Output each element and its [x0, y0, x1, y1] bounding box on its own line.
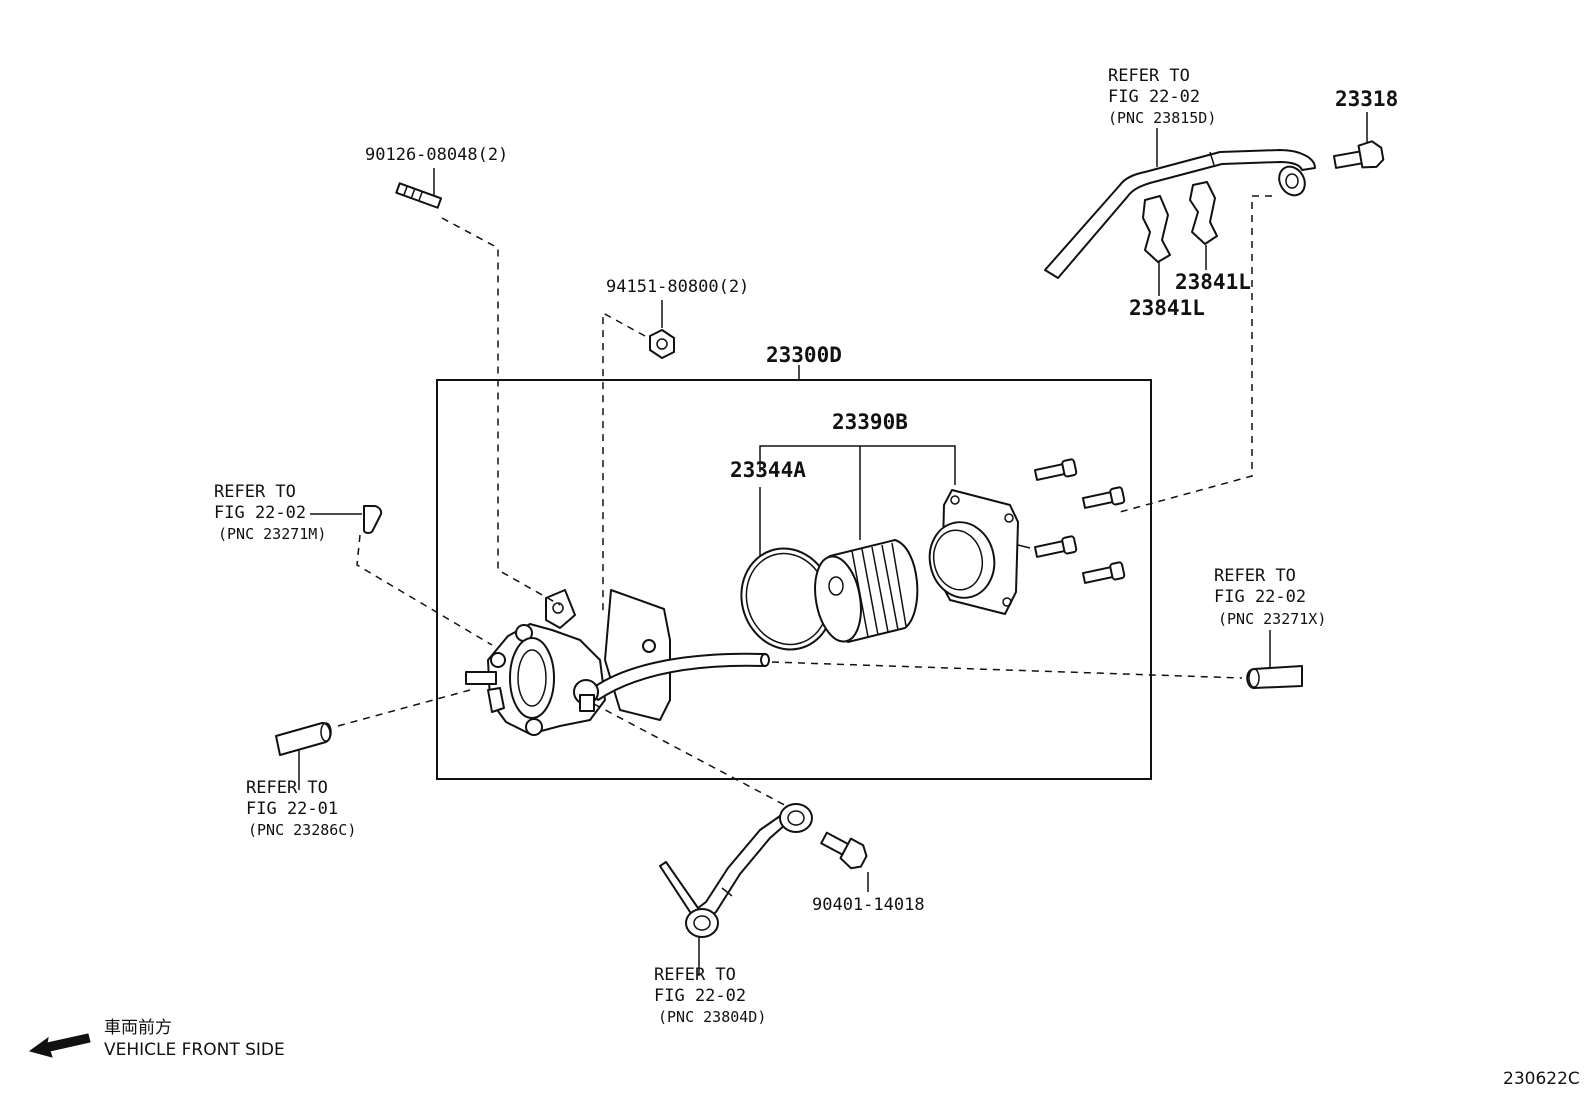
fuel-pipe-top — [1044, 149, 1316, 279]
svg-text:REFER TO: REFER TO — [246, 778, 328, 798]
union-bolt-top-label: 23318 — [1335, 87, 1398, 111]
clamp-b-label: 23841L — [1175, 270, 1251, 294]
figure-code: 230622C — [1503, 1069, 1580, 1089]
clamp-b — [1189, 181, 1218, 245]
ref-23804D: REFER TO FIG 22-02 (PNC 23804D) — [654, 965, 766, 1026]
nut — [649, 329, 675, 359]
hose-23286C — [275, 722, 332, 756]
stud-label: 90126-08048(2) — [365, 145, 508, 165]
svg-text:REFER TO: REFER TO — [654, 965, 736, 985]
clamp-a-label: 23841L — [1129, 296, 1205, 320]
stud — [395, 182, 443, 209]
hose-23271X — [1246, 665, 1303, 689]
svg-text:FIG 22-01: FIG 22-01 — [246, 799, 338, 819]
svg-text:FIG 22-02: FIG 22-02 — [1214, 587, 1306, 607]
svg-text:REFER TO: REFER TO — [1108, 66, 1190, 86]
assembly-frame — [436, 379, 1152, 780]
union-bolt-bottom — [820, 831, 868, 870]
svg-text:FIG 22-02: FIG 22-02 — [214, 503, 306, 523]
arrow-left-icon — [28, 1033, 91, 1058]
svg-text:(PNC 23815D): (PNC 23815D) — [1108, 109, 1216, 127]
svg-text:(PNC 23804D): (PNC 23804D) — [658, 1008, 766, 1026]
orientation-english: VEHICLE FRONT SIDE — [104, 1040, 285, 1060]
fuel-pipe-lower — [659, 803, 813, 938]
svg-text:(PNC 23271X): (PNC 23271X) — [1218, 610, 1326, 628]
filter-element — [814, 539, 919, 643]
filter-label: 23390B — [832, 410, 908, 434]
filter-cover — [928, 489, 1031, 615]
pump-body — [465, 589, 770, 736]
oring-label: 23344A — [730, 458, 806, 482]
svg-text:FIG 22-02: FIG 22-02 — [1108, 87, 1200, 107]
clamp-a — [1142, 195, 1171, 263]
ref-23286C: REFER TO FIG 22-01 (PNC 23286C) — [246, 778, 356, 839]
nut-label: 94151-80800(2) — [606, 277, 749, 297]
svg-text:REFER TO: REFER TO — [214, 482, 296, 502]
cover-bolts — [1033, 458, 1126, 584]
union-bolt-top — [1332, 140, 1385, 169]
svg-text:FIG 22-02: FIG 22-02 — [654, 986, 746, 1006]
ref-23271X: REFER TO FIG 22-02 (PNC 23271X) — [1214, 566, 1326, 628]
svg-text:REFER TO: REFER TO — [1214, 566, 1296, 586]
hose-end-23271M — [363, 505, 383, 534]
ref-23815D: REFER TO FIG 22-02 (PNC 23815D) — [1108, 66, 1216, 127]
union-bolt-bottom-label: 90401-14018 — [812, 895, 925, 915]
assembly-label: 23300D — [766, 343, 842, 367]
ref-23271M: REFER TO FIG 22-02 (PNC 23271M) — [214, 482, 326, 543]
svg-text:(PNC 23286C): (PNC 23286C) — [248, 821, 356, 839]
orientation-japanese: 車両前方 — [104, 1018, 172, 1038]
svg-text:(PNC 23271M): (PNC 23271M) — [218, 525, 326, 543]
